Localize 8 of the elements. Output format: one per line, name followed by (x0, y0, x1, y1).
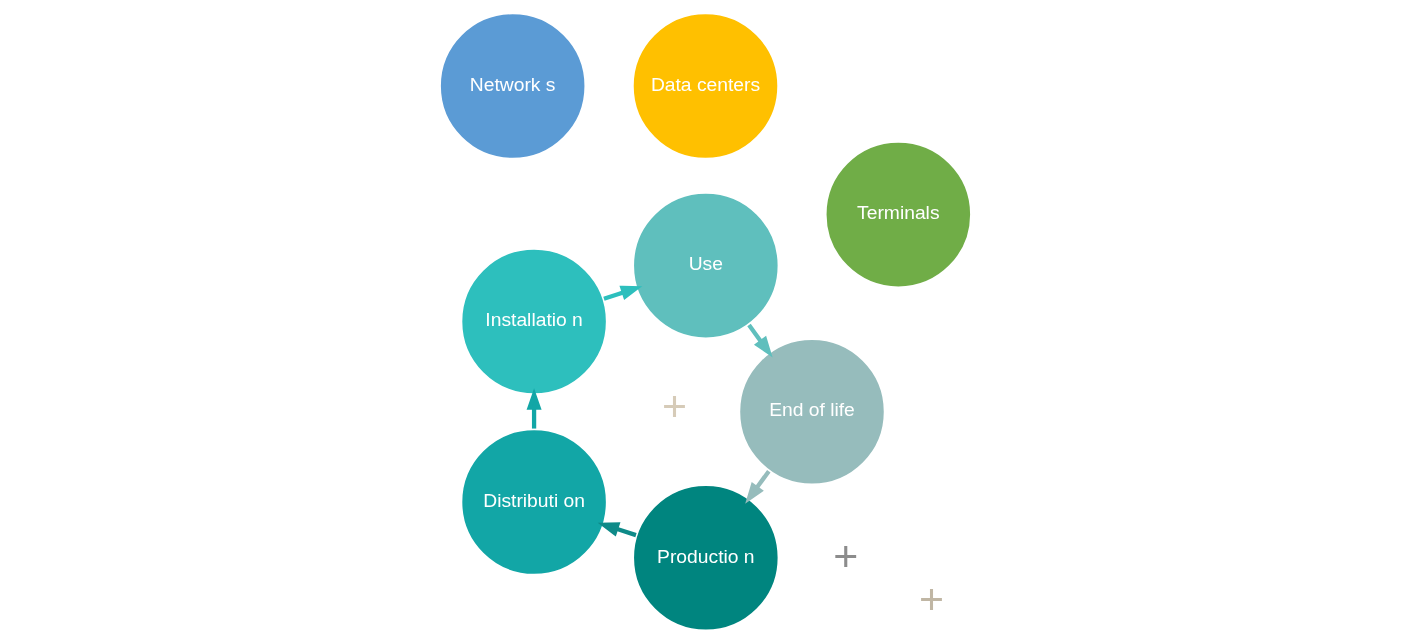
arrow (597, 522, 637, 538)
label: + (832, 532, 858, 581)
arrow (744, 469, 771, 504)
arrow (602, 285, 642, 301)
label: + (661, 382, 687, 431)
arrow (746, 323, 773, 358)
arrow (526, 388, 542, 429)
label: + (918, 575, 944, 624)
